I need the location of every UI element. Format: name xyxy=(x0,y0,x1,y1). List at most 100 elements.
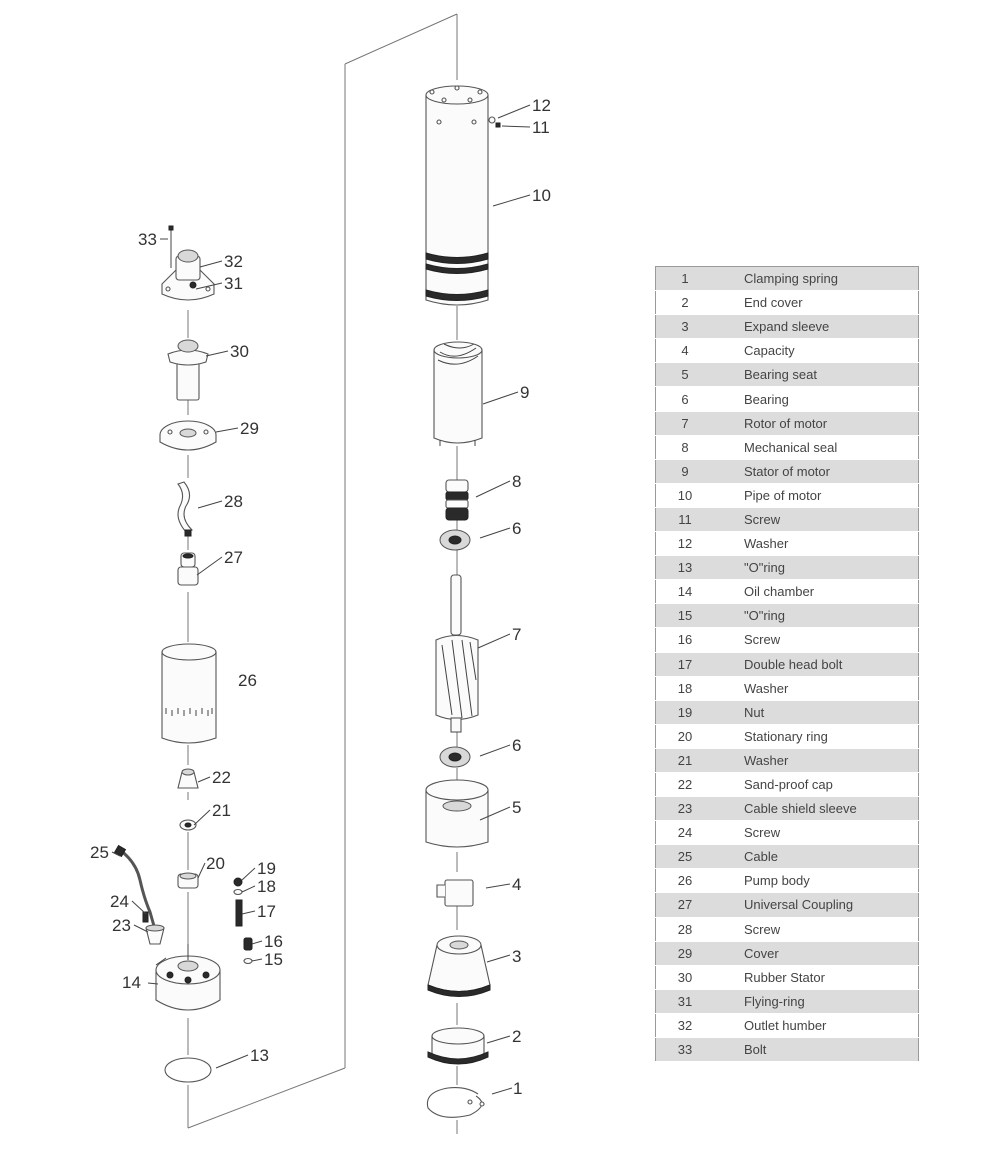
callout-10: 10 xyxy=(532,186,551,205)
rubber-stator-part xyxy=(167,339,209,401)
callout-28: 28 xyxy=(224,492,243,511)
part-number-cell: 32 xyxy=(655,1013,714,1039)
part-name-cell: Bolt xyxy=(714,1037,919,1063)
callout-25: 25 xyxy=(90,843,109,862)
assembly-guide-lines xyxy=(187,13,458,1134)
part-number-cell: 26 xyxy=(655,868,714,894)
stator-of-motor-part xyxy=(433,341,483,446)
part-name-cell: Bearing xyxy=(714,386,919,412)
callout-6-upper: 6 xyxy=(512,519,521,538)
part-number-cell: 18 xyxy=(655,676,714,701)
part-number-cell: 24 xyxy=(655,820,714,846)
part-number-cell: 20 xyxy=(655,724,714,749)
clamping-spring-part xyxy=(426,1087,485,1118)
pump-body-part xyxy=(161,643,217,744)
callout-19: 19 xyxy=(257,859,276,878)
part-number-cell: 10 xyxy=(655,483,714,508)
callout-31: 31 xyxy=(224,274,243,293)
part-name-cell: Bearing seat xyxy=(714,362,919,388)
part-number-cell: 12 xyxy=(655,531,714,557)
outlet-assembly-part xyxy=(161,225,215,301)
callout-26: 26 xyxy=(238,671,257,690)
part-number-cell: 15 xyxy=(655,603,714,629)
part-number-cell: 2 xyxy=(655,290,714,316)
part-name-cell: Cover xyxy=(714,941,919,966)
part-number-cell: 3 xyxy=(655,314,714,340)
part-number-cell: 4 xyxy=(655,338,714,364)
part-number-cell: 33 xyxy=(655,1037,714,1063)
nut-washer-part xyxy=(233,877,243,896)
callout-23: 23 xyxy=(112,916,131,935)
part-number-cell: 13 xyxy=(655,555,714,581)
screw-oring-part xyxy=(243,937,253,965)
callout-29: 29 xyxy=(240,419,259,438)
part-number-cell: 8 xyxy=(655,435,714,460)
callout-15: 15 xyxy=(264,950,283,969)
part-number-cell: 11 xyxy=(655,507,714,533)
capacitor-part xyxy=(436,879,474,907)
callout-2: 2 xyxy=(512,1027,521,1046)
part-name-cell: Capacity xyxy=(714,338,919,364)
callout-17: 17 xyxy=(257,902,276,921)
oring-13-part xyxy=(164,1057,212,1083)
part-name-cell: Stationary ring xyxy=(714,724,919,749)
part-name-cell: Sand-proof cap xyxy=(714,772,919,798)
part-number-cell: 1 xyxy=(655,266,714,292)
part-number-cell: 5 xyxy=(655,362,714,388)
part-number-cell: 21 xyxy=(655,748,714,773)
callout-21: 21 xyxy=(212,801,231,820)
callout-3: 3 xyxy=(512,947,521,966)
part-name-cell: Stator of motor xyxy=(714,459,919,484)
callout-33: 33 xyxy=(138,230,157,249)
callout-24: 24 xyxy=(110,892,129,911)
mechanical-seal-part xyxy=(445,479,469,521)
part-name-cell: "O"ring xyxy=(714,603,919,629)
callout-16: 16 xyxy=(264,932,283,951)
callout-7: 7 xyxy=(512,625,521,644)
part-number-cell: 17 xyxy=(655,652,714,677)
pipe-of-motor-part xyxy=(425,85,489,306)
parts-table-row: 15"O"ring xyxy=(655,603,919,629)
part-name-cell: Universal Coupling xyxy=(714,892,919,918)
washer-21-part xyxy=(179,819,197,831)
part-name-cell: Outlet humber xyxy=(714,1013,919,1039)
part-number-cell: 9 xyxy=(655,459,714,484)
part-name-cell: Pump body xyxy=(714,868,919,894)
callout-6-lower: 6 xyxy=(512,736,521,755)
oil-chamber-part xyxy=(155,944,221,1011)
bearing-seat-part xyxy=(425,779,489,848)
part-number-cell: 19 xyxy=(655,700,714,725)
part-name-cell: Washer xyxy=(714,676,919,701)
part-name-cell: Screw xyxy=(714,507,919,533)
part-name-cell: Mechanical seal xyxy=(714,435,919,460)
double-head-bolt-part xyxy=(235,899,243,927)
part-name-cell: Double head bolt xyxy=(714,652,919,677)
part-name-cell: "O"ring xyxy=(714,555,919,581)
universal-coupling-part xyxy=(177,552,199,586)
part-name-cell: Nut xyxy=(714,700,919,725)
callout-13: 13 xyxy=(250,1046,269,1065)
part-name-cell: Clamping spring xyxy=(714,266,919,292)
cover-part xyxy=(159,420,217,451)
